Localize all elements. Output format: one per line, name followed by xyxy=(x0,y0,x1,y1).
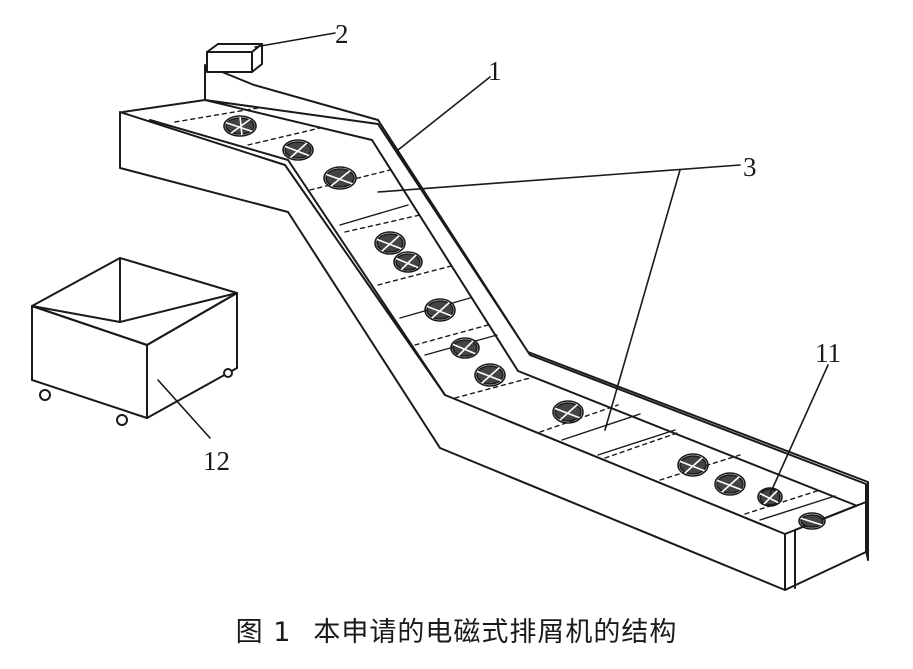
label-conveyor: 1 xyxy=(488,56,502,86)
caption-text: 本申请的电磁式排屑机的结构 xyxy=(313,617,678,648)
label-motor: 2 xyxy=(335,19,349,49)
chip-cluster xyxy=(450,337,480,359)
leader-11 xyxy=(769,364,829,495)
leader-1 xyxy=(397,76,491,151)
cart-wheel xyxy=(223,368,233,378)
label-magnet: 3 xyxy=(743,152,757,182)
caption-number: 图 1 xyxy=(235,617,292,648)
metal-chips xyxy=(223,115,826,530)
chip-cluster xyxy=(552,400,584,424)
chip-cluster xyxy=(474,363,506,387)
cart-wheel xyxy=(39,389,51,401)
leader-3b xyxy=(604,169,681,431)
chip-cluster xyxy=(757,487,783,507)
leader-12 xyxy=(157,379,211,439)
chip-cluster xyxy=(223,115,257,137)
chip-cluster xyxy=(677,453,709,477)
belt-inner-edge xyxy=(149,119,446,396)
chip-cluster xyxy=(323,166,357,190)
chip-cluster xyxy=(282,139,314,161)
cart-wheel xyxy=(116,414,128,426)
belt-top-edge xyxy=(122,99,856,506)
collection-cart xyxy=(31,257,238,426)
chip-cluster xyxy=(714,472,746,496)
drive-motor xyxy=(206,43,263,73)
chip-cluster xyxy=(424,298,456,322)
conveyor-end-cap xyxy=(784,501,867,591)
label-cart: 12 xyxy=(203,446,230,476)
chip-cluster xyxy=(374,231,406,255)
figure-caption: 图 1 本申请的电磁式排屑机的结构 xyxy=(0,610,913,649)
leader-3a xyxy=(377,164,741,193)
label-chip: 11 xyxy=(815,338,841,368)
conveyor-back-wall xyxy=(204,64,869,561)
cart-front-face xyxy=(31,305,148,419)
leader-lines xyxy=(157,32,829,495)
chip-cluster xyxy=(798,512,826,530)
chip-cluster xyxy=(393,251,423,273)
leader-2 xyxy=(254,32,336,48)
cart-inner-edge-2 xyxy=(31,305,121,323)
